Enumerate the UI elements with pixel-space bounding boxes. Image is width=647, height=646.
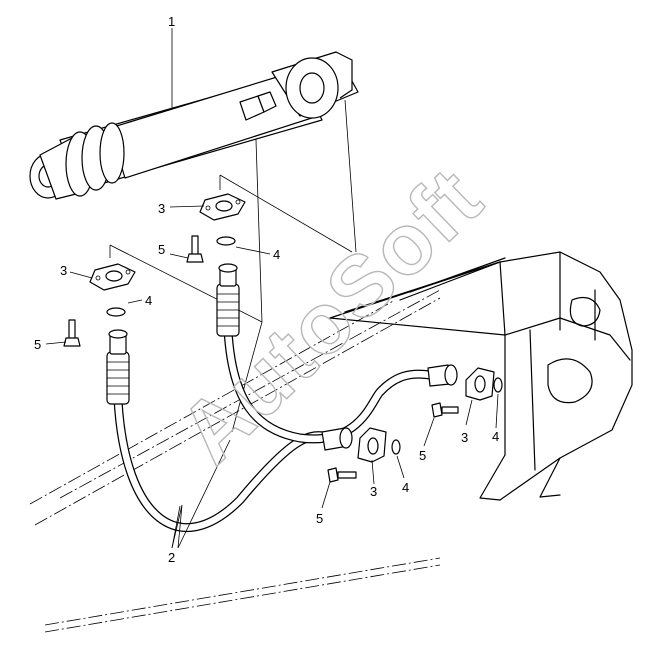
callout-3: 3: [60, 263, 67, 278]
callout-4: 4: [402, 480, 409, 495]
callout-2: 2: [168, 550, 175, 565]
hydraulic-cylinder-icon: [29, 51, 359, 200]
callout-5: 5: [34, 337, 41, 352]
leader-lines: [109, 99, 357, 433]
callout-1: 1: [168, 14, 175, 29]
callout-3: 3: [158, 201, 165, 216]
callout-3: 3: [461, 430, 468, 445]
callout-4: 4: [273, 247, 280, 262]
bolt-icon: [63, 235, 459, 483]
callout-3: 3: [370, 484, 377, 499]
callout-5: 5: [316, 511, 323, 526]
callout-4: 4: [145, 293, 152, 308]
callout-5: 5: [158, 242, 165, 257]
callouts: 1 2 3 3 3 3 4 4 4 4 5 5 5 5: [34, 14, 499, 565]
callout-4: 4: [492, 429, 499, 444]
hydraulic-hose-icon: [106, 263, 458, 532]
callout-5: 5: [419, 448, 426, 463]
split-flange-icon: [89, 193, 495, 463]
o-ring-icon: [106, 236, 503, 455]
boom-structure: [329, 251, 633, 501]
